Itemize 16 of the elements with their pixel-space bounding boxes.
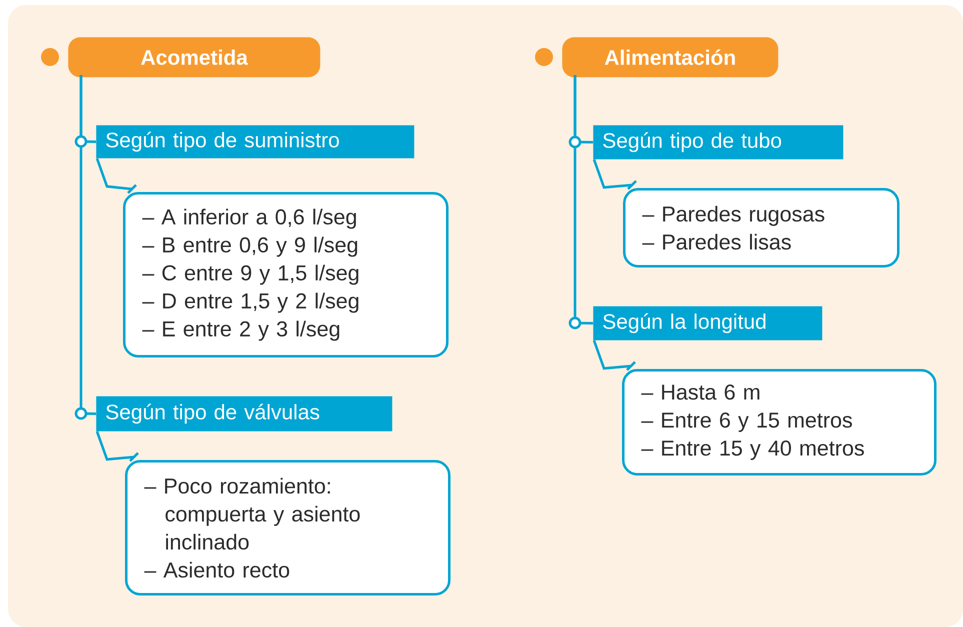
list-box: – Poco rozamiento: compuerta y asiento inclinado – Asiento recto <box>125 460 450 596</box>
connector-line <box>592 158 638 190</box>
connector-line <box>80 75 96 143</box>
list-box: – Hasta 6 m – Entre 6 y 15 metros – Entre 15 y 40 metros <box>622 369 937 476</box>
list-box: – Paredes rugosas – Paredes lisas <box>623 188 900 268</box>
heading-label: Según la longitud <box>593 306 822 340</box>
connector-line <box>574 75 594 144</box>
heading-label: Según tipo de válvulas <box>96 396 392 432</box>
title-tab: Alimentación <box>562 37 778 78</box>
heading-label: Según tipo de tubo <box>593 125 844 160</box>
connector-line <box>592 340 636 371</box>
title-tab: Acometida <box>68 37 320 78</box>
connector-line <box>96 158 138 194</box>
connector-line <box>96 430 140 462</box>
heading-label: Según tipo de suministro <box>96 125 414 158</box>
list-box: – A inferior a 0,6 l/seg – B entre 0,6 y 9 l/seg – C entre 9 y 1,5 l/seg – D entre 1,5 y 2 l/seg – E entre 2 y 3 l/seg <box>123 192 448 358</box>
